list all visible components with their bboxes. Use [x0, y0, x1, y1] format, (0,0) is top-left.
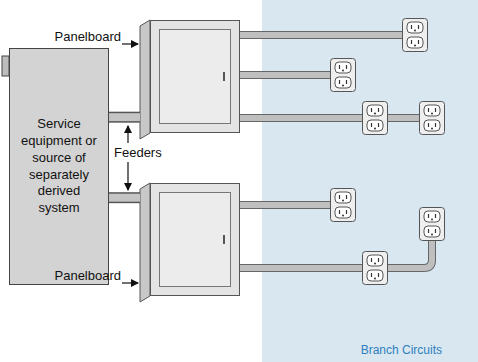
panel-label: Panelboard [55, 268, 122, 284]
panel-door [159, 192, 231, 287]
door-handle [223, 72, 225, 81]
receptacles [331, 19, 445, 285]
pointer-arrow [122, 43, 138, 44]
feeder-conduit [109, 197, 140, 198]
branch-region: Branch Circuits [262, 0, 478, 362]
panelboard: Panelboard [150, 183, 240, 296]
service-equipment: Service equipment or source of separatel… [9, 48, 109, 285]
panel-label: Panelboard [55, 29, 122, 45]
panelboard: Panelboard [150, 20, 240, 133]
feeder-label: Feeders [112, 145, 164, 161]
pointer-arrow [127, 126, 128, 143]
equipment-label: Service equipment or source of separatel… [18, 116, 100, 217]
region-label: Branch Circuits [361, 343, 442, 357]
feeder-conduit [109, 117, 140, 118]
panel-side [140, 20, 150, 139]
panel-side [140, 183, 150, 302]
branch-conduits [240, 35, 432, 268]
pointer-arrow [127, 162, 128, 190]
pointer-arrow [122, 282, 138, 283]
door-handle [223, 235, 225, 244]
knockout [2, 56, 9, 76]
panel-door [159, 29, 231, 124]
